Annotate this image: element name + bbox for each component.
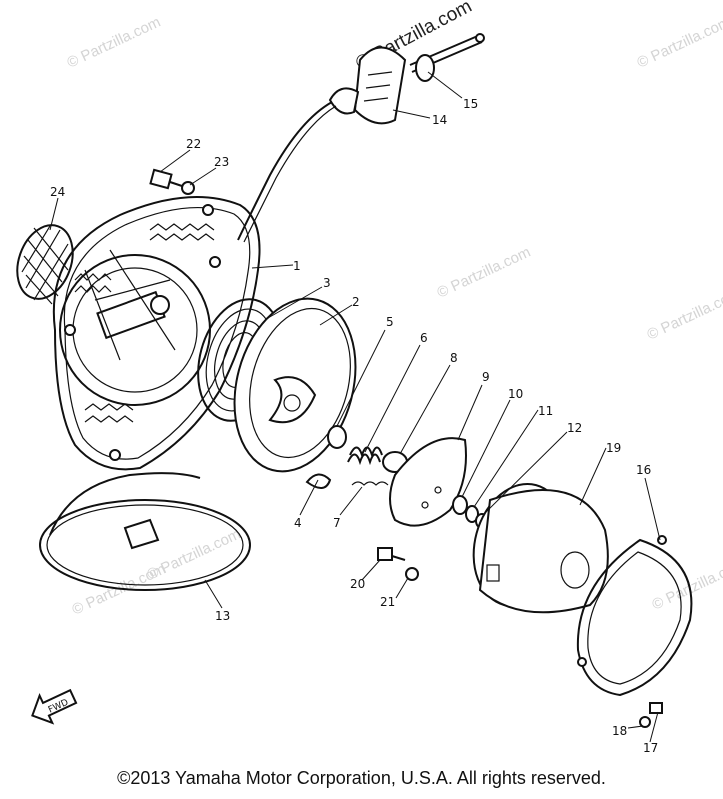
part-9-friction-plate <box>389 437 467 527</box>
callout-5: 5 <box>386 315 394 329</box>
part-4-pawl <box>305 473 332 489</box>
callout-2: 2 <box>352 295 360 309</box>
part-18-washer <box>639 716 651 728</box>
callout-24: 24 <box>50 185 65 199</box>
part-21-washer <box>405 567 419 581</box>
part-14-handle-grip <box>328 46 407 125</box>
callout-20: 20 <box>350 577 365 591</box>
callout-19: 19 <box>606 441 621 455</box>
part-11-washer <box>465 505 479 523</box>
watermark: © Partzilla.com <box>645 286 723 344</box>
watermark: © Partzilla.com <box>65 14 164 72</box>
leader-lines <box>49 71 661 743</box>
watermark: © Partzilla.com <box>145 526 244 584</box>
callout-labels: 1 2 3 4 5 6 7 8 9 10 11 12 13 14 15 16 1… <box>50 97 658 755</box>
callout-13: 13 <box>215 609 230 623</box>
copyright-footer: ©2013 Yamaha Motor Corporation, U.S.A. A… <box>117 768 606 788</box>
callout-8: 8 <box>450 351 458 365</box>
part-22-bolt <box>149 168 183 190</box>
callout-10: 10 <box>508 387 523 401</box>
housing-mesh-pattern <box>74 223 215 423</box>
callout-12: 12 <box>567 421 582 435</box>
callout-9: 9 <box>482 370 490 384</box>
part-10-washer <box>452 495 468 515</box>
starter-rope <box>237 101 333 241</box>
part-5-washer <box>327 425 347 449</box>
callout-6: 6 <box>420 331 428 345</box>
part-2-reel <box>233 297 357 473</box>
callout-22: 22 <box>186 137 201 151</box>
part-16-gasket-ring <box>576 535 693 697</box>
part-24-mesh-screen <box>16 224 74 305</box>
callout-23: 23 <box>214 155 229 169</box>
callout-3: 3 <box>323 276 331 290</box>
callout-14: 14 <box>432 113 447 127</box>
part-19-cup <box>472 482 609 614</box>
part-17-bolt <box>649 702 663 714</box>
parts-diagram: © Partzilla.com © Partzilla.com © Partzi… <box>16 0 723 755</box>
part-6-coil-spring <box>347 446 383 466</box>
callout-4: 4 <box>294 516 302 530</box>
callout-7: 7 <box>333 516 341 530</box>
part-20-bolt <box>377 547 406 561</box>
callout-16: 16 <box>636 463 651 477</box>
callout-18: 18 <box>612 724 627 738</box>
part-15-handle-rod <box>409 33 485 82</box>
callout-1: 1 <box>293 259 301 273</box>
callout-15: 15 <box>463 97 478 111</box>
watermark: © Partzilla.com <box>435 244 534 302</box>
callout-21: 21 <box>380 595 395 609</box>
part-23-washer <box>181 181 195 195</box>
watermark: © Partzilla.com <box>635 14 723 72</box>
part-13-rope-coil <box>39 472 251 591</box>
part-7-small-spring <box>351 481 389 486</box>
part-1-starter-housing <box>52 196 261 471</box>
fwd-arrow: FWD <box>31 688 78 725</box>
callout-11: 11 <box>538 404 553 418</box>
callout-17: 17 <box>643 741 658 755</box>
